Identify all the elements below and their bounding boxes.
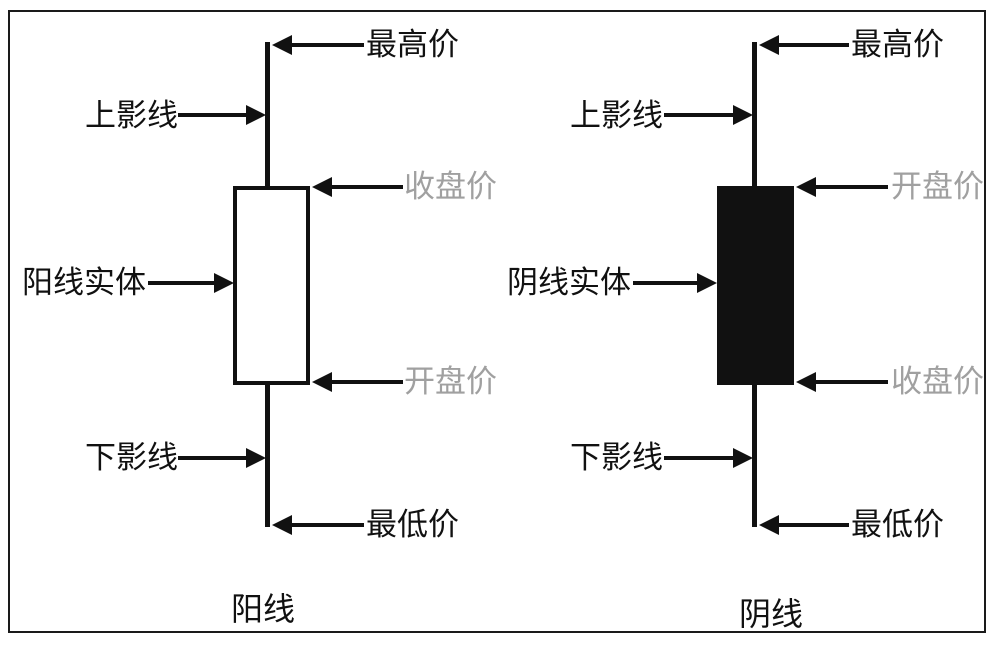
bearish-low-arrowhead-icon [759, 515, 779, 535]
bullish-lower-shadow-arrowhead-icon [246, 448, 266, 468]
bullish-close-arrow-line [330, 185, 403, 189]
bearish-upper-shadow-arrowhead-icon [733, 105, 753, 125]
bullish-body-arrowhead-icon [214, 273, 234, 293]
bearish-upper-shadow-label: 上影线 [570, 98, 663, 133]
bullish-low-arrowhead-icon [272, 515, 292, 535]
bearish-close-arrow-line [814, 380, 888, 384]
bullish-low-arrow-line [290, 523, 364, 527]
bullish-upper-shadow-arrowhead-icon [246, 105, 266, 125]
bullish-upper-shadow-label: 上影线 [85, 98, 178, 133]
bearish-panel-caption: 阴线 [739, 596, 804, 632]
bullish-low-label: 最低价 [366, 507, 459, 542]
bullish-open-arrowhead-icon [312, 372, 332, 392]
bullish-lower-wick [265, 383, 270, 527]
bullish-panel-caption: 阳线 [231, 591, 296, 627]
bearish-low-label: 最低价 [851, 507, 944, 542]
bearish-body-label: 阴线实体 [507, 265, 631, 300]
bearish-upper-shadow-arrow-line [664, 113, 734, 117]
bullish-body-label: 阳线实体 [22, 265, 146, 300]
bullish-high-arrow-line [290, 43, 364, 47]
bullish-lower-shadow-label: 下影线 [85, 440, 178, 475]
bearish-high-label: 最高价 [851, 27, 944, 62]
bullish-open-label: 开盘价 [404, 364, 497, 399]
bearish-body-arrow-line [633, 281, 699, 285]
bullish-close-arrowhead-icon [312, 177, 332, 197]
bullish-close-label: 收盘价 [404, 169, 497, 204]
bearish-low-arrow-line [777, 523, 849, 527]
bullish-high-arrowhead-icon [272, 35, 292, 55]
bullish-high-label: 最高价 [366, 27, 459, 62]
bullish-body-arrow-line [148, 281, 216, 285]
bearish-upper-wick [752, 42, 757, 188]
bearish-open-arrow-line [814, 185, 888, 189]
bearish-lower-shadow-arrowhead-icon [733, 448, 753, 468]
bullish-lower-shadow-arrow-line [178, 456, 248, 460]
bullish-open-arrow-line [330, 380, 403, 384]
bearish-lower-shadow-arrow-line [664, 456, 734, 460]
bullish-upper-shadow-arrow-line [178, 113, 248, 117]
bearish-candle-body [717, 186, 794, 385]
figure-border [8, 10, 986, 633]
bearish-open-label: 开盘价 [891, 169, 984, 204]
bearish-body-arrowhead-icon [697, 273, 717, 293]
bullish-candle-body [233, 186, 310, 385]
bearish-lower-wick [752, 383, 757, 527]
bullish-upper-wick [265, 42, 270, 188]
bearish-high-arrowhead-icon [759, 35, 779, 55]
bearish-open-arrowhead-icon [796, 177, 816, 197]
bearish-close-arrowhead-icon [796, 372, 816, 392]
bearish-lower-shadow-label: 下影线 [570, 440, 663, 475]
bearish-close-label: 收盘价 [891, 364, 984, 399]
bearish-high-arrow-line [777, 43, 849, 47]
